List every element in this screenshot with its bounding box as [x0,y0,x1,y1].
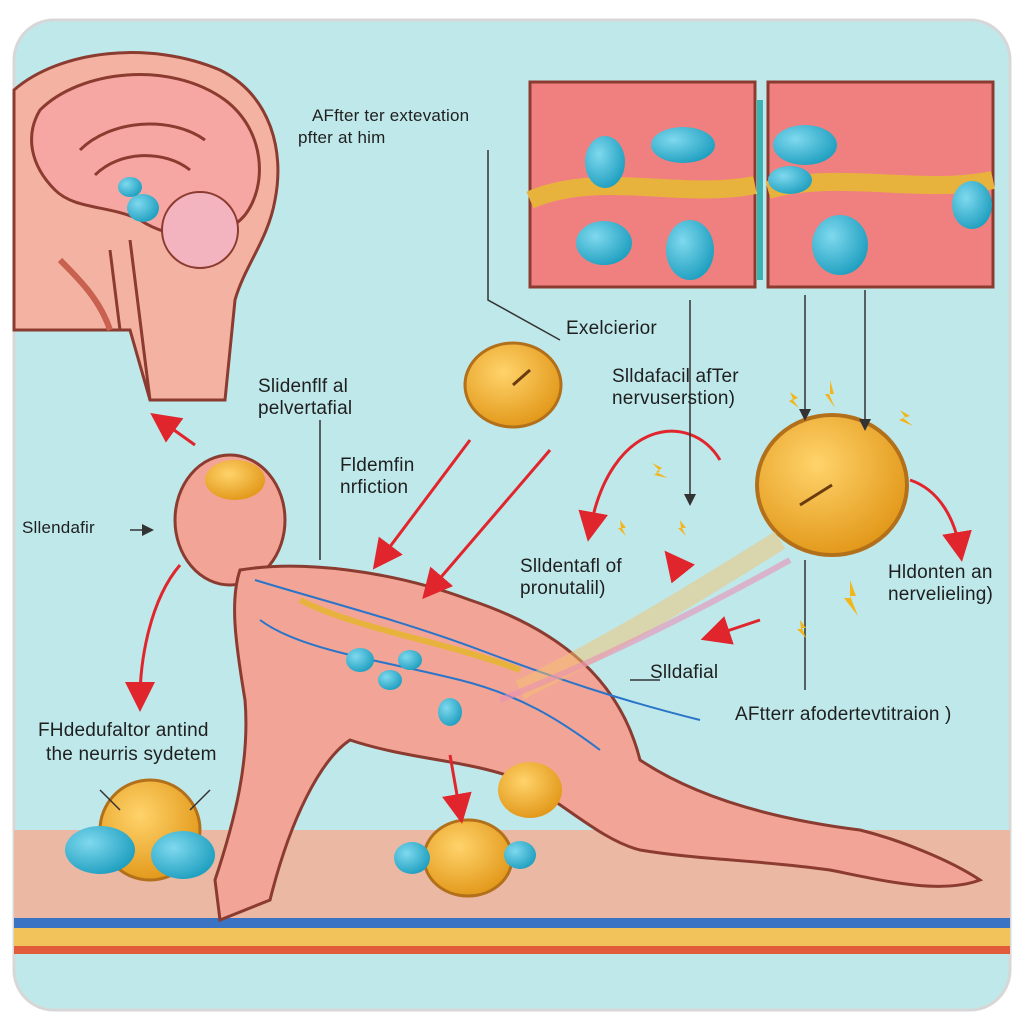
label-sildentafi-1: Slldentafl of [520,556,622,577]
label-silendafir: Sllendafir [22,518,95,537]
label-sildafial: Slldafial [650,662,719,683]
label-excelcierior: Exelcierior [566,318,657,339]
label-fildemfin-2: nrfiction [340,477,409,498]
lightning-sparks [618,380,913,638]
label-fihedufaltor-2: the neurris sydetem [46,744,217,765]
label-fildemfin-1: Fldemfin [340,455,415,476]
coin-bottom-middle [394,818,536,898]
leader-lines [99,150,871,811]
label-after-afo: AFtterr afodertevtitraion ) [735,704,952,725]
coin-bottom-left [65,778,215,882]
label-sildenfif-1: Slidenflf al [258,376,349,397]
label-sildafacil-1: Slldafacil afTer [612,366,739,387]
brain-cross-section [12,51,280,402]
label-sildentafi-2: pronutalil) [520,578,606,599]
label-fihedufaltor-1: FHdedufaltor antind [38,720,209,741]
red-arrows [125,413,972,824]
label-hildonten-2: nervelieling) [888,584,994,605]
label-sildenfif-2: pelvertafial [258,398,353,419]
label-top-note-1: AFfter ter extevation [312,106,470,125]
inset-panels [526,80,995,289]
label-top-note-2: pfter at him [298,128,386,147]
human-figure [173,453,984,923]
coin-top [463,341,563,429]
label-hildonten-1: Hldonten an [888,562,993,583]
label-sildafacil-2: nervuserstion) [612,388,736,409]
coin-large [755,413,909,557]
